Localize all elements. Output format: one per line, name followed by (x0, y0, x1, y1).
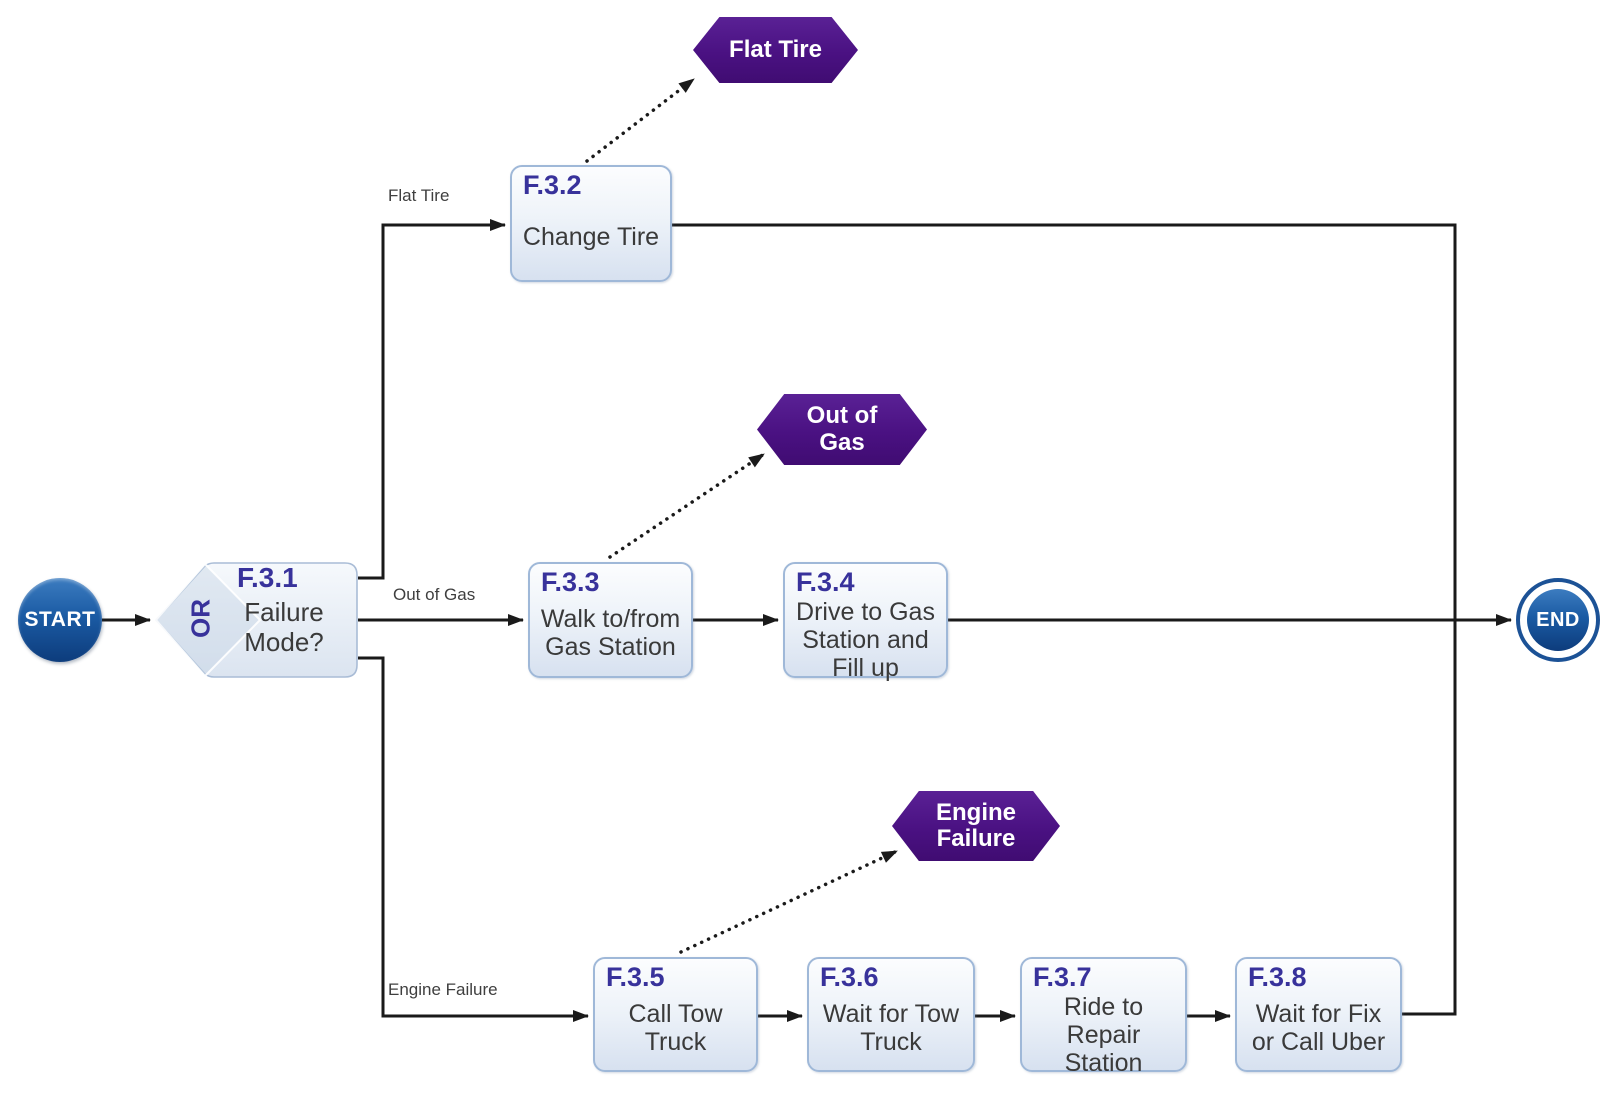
task-label: Call Tow Truck (628, 999, 723, 1056)
failure-ref-label: Flat Tire (729, 35, 822, 63)
failure-ref-engine-failure: Engine Failure (892, 791, 1060, 861)
decision-id: F.3.1 (237, 562, 298, 593)
task-id: F.3.5 (606, 962, 665, 992)
task-label: Walk to/from Gas Station (540, 605, 681, 661)
task-label: Change Tire (522, 222, 660, 251)
task-id: F.3.7 (1033, 962, 1092, 992)
edge-label-flat-tire: Flat Tire (388, 186, 450, 205)
task-node-f32: F.3.2 Change Tire (510, 165, 672, 282)
task-id: F.3.6 (820, 962, 879, 992)
task-node-f35: F.3.5 Call Tow Truck (593, 957, 758, 1072)
edge-f38-to-end (1402, 620, 1457, 1016)
task-node-f38: F.3.8 Wait for Fix or Call Uber (1235, 957, 1402, 1072)
task-node-f37: F.3.7 Ride to Repair Station (1020, 957, 1187, 1077)
end-node: END (1516, 578, 1600, 662)
edge-f35-to-engine-failure-ref (679, 849, 899, 954)
decision-shape (155, 562, 358, 678)
task-node-f34: F.3.4 Drive to Gas Station and Fill up (783, 562, 948, 682)
or-gate-label: OR (185, 599, 216, 638)
task-label: Ride to Repair Station (1063, 993, 1144, 1077)
failure-ref-label: Engine Failure (935, 798, 1016, 852)
task-label: Wait for Tow Truck (822, 999, 960, 1056)
decision-label: Failure Mode? (244, 597, 324, 657)
task-node-f36: F.3.6 Wait for Tow Truck (807, 957, 975, 1072)
edge-decision-to-f32 (358, 219, 506, 580)
task-id: F.3.2 (523, 170, 582, 200)
task-label: Wait for Fix or Call Uber (1251, 999, 1386, 1056)
edge-label-out-of-gas: Out of Gas (393, 585, 476, 604)
decision-node-failure-mode: F.3.1 OR Failure Mode? (155, 562, 358, 678)
edge-f33-to-out-of-gas-ref (608, 452, 766, 559)
task-label: Drive to Gas Station and Fill up (796, 598, 935, 682)
edge-f32-to-flat-tire-ref (585, 77, 696, 163)
end-label: END (1536, 608, 1580, 631)
failure-ref-out-of-gas: Out of Gas (757, 394, 927, 465)
task-id: F.3.8 (1248, 962, 1307, 992)
edge-decision-to-f35 (358, 656, 589, 1022)
task-id: F.3.4 (796, 567, 855, 597)
end-node-inner: END (1527, 589, 1589, 651)
edge-f32-to-end (672, 223, 1457, 620)
start-label: START (24, 608, 96, 631)
failure-ref-label: Out of Gas (806, 402, 878, 456)
start-node: START (18, 578, 102, 662)
edge-label-engine-failure: Engine Failure (388, 980, 498, 999)
task-node-f33: F.3.3 Walk to/from Gas Station (528, 562, 693, 678)
failure-ref-flat-tire: Flat Tire (693, 17, 858, 83)
task-id: F.3.3 (541, 567, 600, 597)
